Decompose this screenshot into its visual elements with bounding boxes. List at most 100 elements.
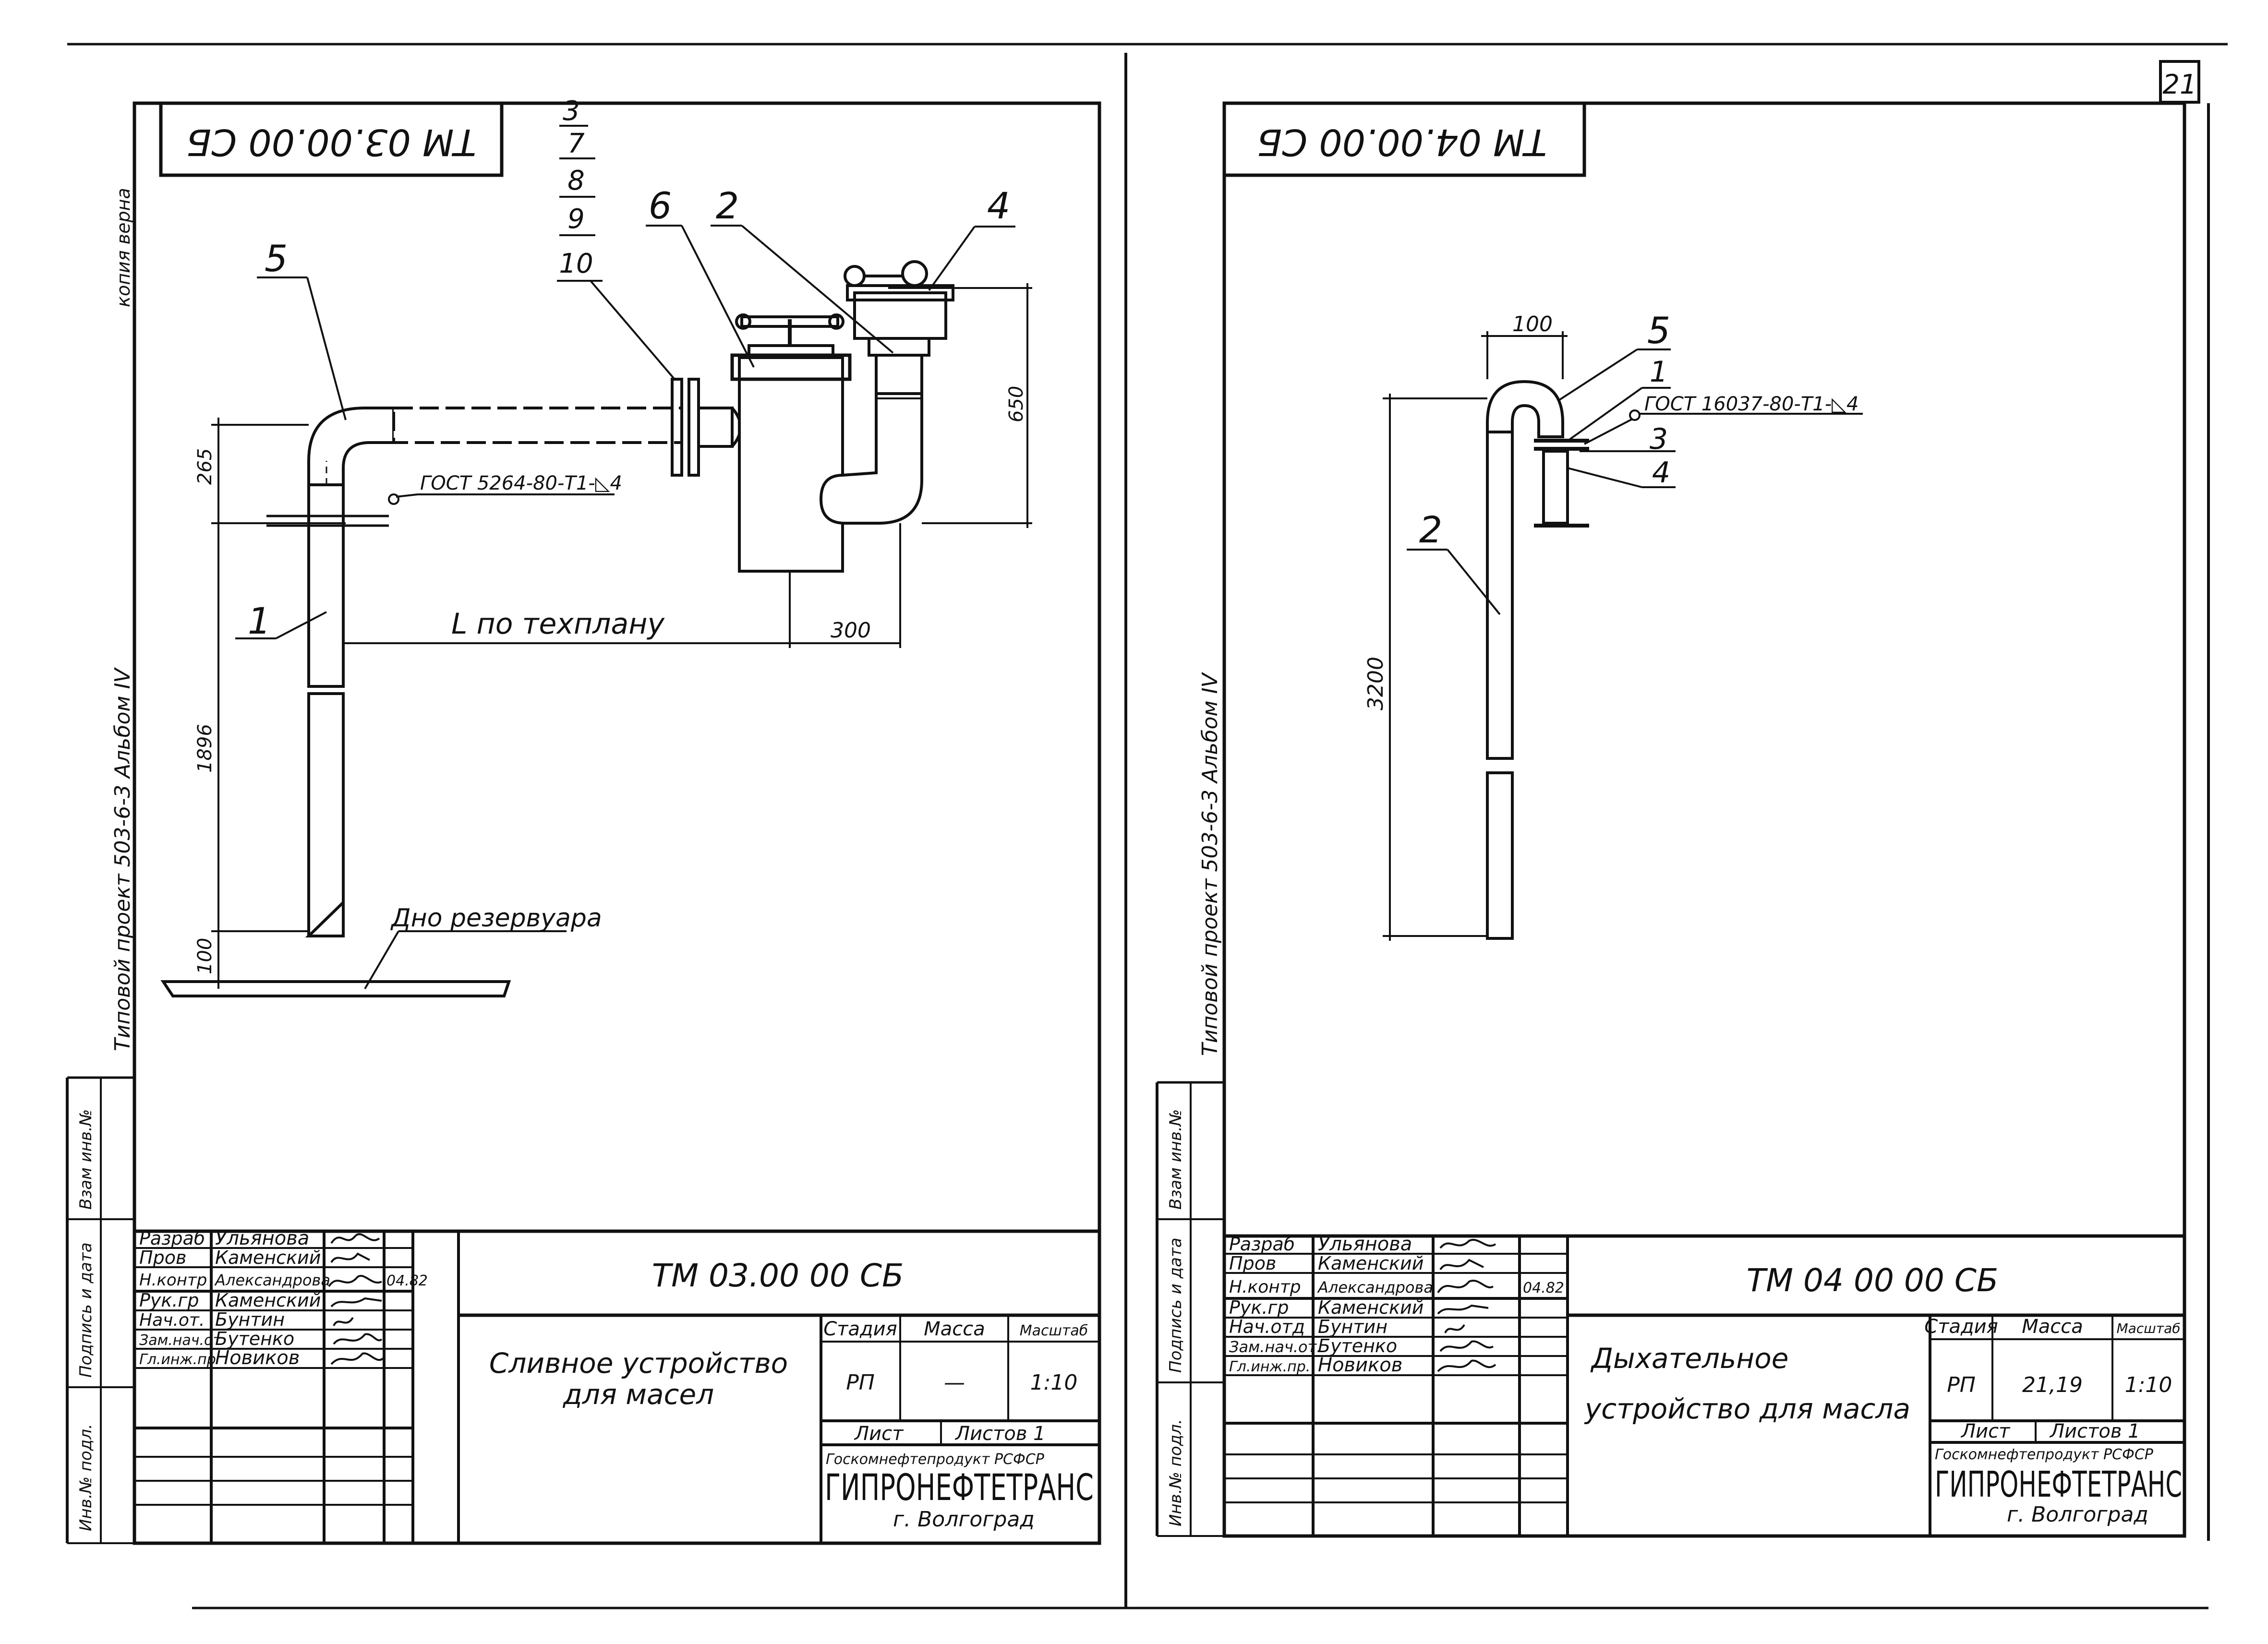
mass-value: —: [944, 1370, 965, 1395]
tank-bottom-plate: [160, 980, 511, 997]
r-signatures: [1437, 1239, 1496, 1372]
margin-label-replace: Взам инв.№: [76, 1109, 96, 1210]
role-3: Рук.гр: [139, 1290, 199, 1311]
scale-header: Масштаб: [1020, 1322, 1088, 1339]
dim-300: 300: [831, 618, 871, 643]
left-callout-stack: 3 7 8 9 10: [557, 96, 676, 380]
breather-nozzle: [1542, 450, 1569, 525]
role-4: Нач.от.: [139, 1310, 205, 1330]
callout-4: 4: [987, 184, 1010, 227]
valve-knob-left: [844, 265, 866, 287]
r-name-6: Новиков: [1318, 1354, 1402, 1376]
tank-bottom-label: Дно резервуара: [390, 904, 602, 933]
right-stamp-code: ТМ 04.00.00 СБ: [1257, 121, 1547, 164]
r-margin-label-replace: Взам инв.№: [1166, 1109, 1185, 1210]
r-org-line-2: ГИПРОНЕФТЕТРАНС: [1935, 1464, 2182, 1505]
breather-pipe-lower: [1486, 771, 1514, 940]
dim-100: 100: [194, 938, 216, 974]
filter-handle: [740, 315, 839, 328]
length-label: L по техплану: [451, 607, 665, 641]
callout-10: 10: [559, 248, 593, 279]
name-3: Каменский: [215, 1290, 321, 1311]
filter-cover: [730, 353, 852, 381]
r-margin-label-inv: Инв.№ подл.: [1166, 1419, 1185, 1526]
name-1: Каменский: [215, 1247, 321, 1268]
r-callout-2: 2: [1419, 508, 1442, 551]
org-line-3: г. Волгоград: [893, 1507, 1035, 1532]
r-role-6: Гл.инж.пр.: [1229, 1358, 1310, 1375]
r-dim-3200: 3200: [1363, 657, 1388, 710]
r-role-0: Разраб: [1229, 1234, 1295, 1255]
r-role-2: Н.контр: [1229, 1277, 1301, 1297]
callout-3: 3: [563, 96, 580, 127]
margin-label-sign: Подпись и дата: [76, 1242, 96, 1378]
right-frame: [1222, 101, 2186, 1538]
left-sheet: Взам инв.№ Подпись и дата Инв.№ подл. Ти…: [66, 96, 1101, 1545]
vertical-pipe-lower: [307, 692, 345, 937]
page-number: 21: [2162, 69, 2196, 100]
r-org-line-3: г. Волгоград: [2007, 1502, 2148, 1527]
callout-5: 5: [265, 237, 288, 280]
r-stage-value: РП: [1947, 1373, 1976, 1397]
name-5: Бутенко: [215, 1328, 294, 1349]
left-side-project-text: Типовой проект 503-6-3 Альбом IV: [110, 667, 135, 1051]
left-title-block: Разраб Пров Н.контр Рук.гр Нач.от. Зам.н…: [134, 1227, 1099, 1543]
left-frame: [133, 101, 1101, 1545]
right-title-block: Разраб Пров Н.контр Рук.гр Нач.отд Зам.н…: [1224, 1233, 2184, 1536]
r-role-5: Зам.нач.от.: [1229, 1338, 1321, 1356]
r-mass-header: Масса: [2022, 1316, 2083, 1338]
r-approval-date: 04.82: [1523, 1280, 1564, 1296]
mass-header: Масса: [924, 1318, 985, 1340]
pipe-bevel: [305, 899, 345, 937]
r-doc-code: ТМ 04 00 00 СБ: [1747, 1262, 1999, 1299]
flange-a: [671, 378, 683, 477]
dim-265: 265: [194, 448, 216, 485]
role-5: Зам.нач.от: [139, 1332, 222, 1349]
r-org-line-1: Госкомнефтепродукт РСФСР: [1935, 1446, 2154, 1463]
valve-knob-right: [901, 260, 928, 287]
scale-value: 1:10: [1030, 1370, 1078, 1395]
name-0: Ульянова: [215, 1227, 309, 1249]
callout-7: 7: [567, 128, 585, 159]
right-stamp-box: [1222, 101, 1586, 177]
r-role-3: Рук.гр: [1229, 1297, 1289, 1318]
r-name-2: Александрова: [1317, 1278, 1433, 1296]
breather-assembly: [1486, 380, 1589, 940]
horizontal-pipe: [392, 407, 683, 444]
name-2: Александрова: [214, 1271, 330, 1289]
r-title-line-1: Дыхательное: [1590, 1342, 1789, 1375]
margin-label-inv: Инв.№ подл.: [76, 1424, 96, 1531]
role-1: Пров: [139, 1247, 186, 1268]
valve-top: [846, 284, 954, 301]
r-name-1: Каменский: [1318, 1253, 1424, 1274]
r-title-line-2: устройство для масла: [1584, 1392, 1910, 1425]
r-callout-5: 5: [1647, 309, 1670, 352]
role-0: Разраб: [139, 1228, 205, 1249]
r-sheet-label: Лист: [1960, 1420, 2011, 1442]
stage-value: РП: [846, 1370, 875, 1395]
role-2: Н.контр: [139, 1271, 207, 1290]
left-stamp-code: ТМ 03.00.00 СБ: [186, 121, 476, 164]
dim-650: 650: [1005, 386, 1027, 422]
doc-code: ТМ 03.00 00 СБ: [652, 1257, 904, 1294]
signatures: [328, 1233, 385, 1365]
org-line-2: ГИПРОНЕФТЕТРАНС: [825, 1466, 1094, 1509]
sheets-label: Листов 1: [954, 1423, 1046, 1445]
filter-body: [738, 356, 844, 573]
r-role-4: Нач.отд: [1229, 1316, 1305, 1337]
r-name-0: Ульянова: [1318, 1233, 1412, 1255]
role-6: Гл.инж.пр: [139, 1351, 216, 1368]
r-sheets-label: Листов 1: [2049, 1420, 2140, 1442]
stage-header: Стадия: [823, 1318, 897, 1340]
r-name-3: Каменский: [1318, 1297, 1424, 1318]
left-weld-note: ГОСТ 5264-80-Т1-◺4: [420, 472, 622, 494]
r-name-4: Бунтин: [1318, 1316, 1387, 1337]
r-margin-label-sign: Подпись и дата: [1166, 1237, 1185, 1373]
r-scale-header: Масштаб: [2116, 1320, 2180, 1336]
callout-9: 9: [567, 204, 585, 235]
dim-1896: 1896: [194, 724, 216, 773]
r-callout-1: 1: [1650, 355, 1668, 389]
pipe-bend: [307, 407, 395, 486]
sheet-label: Лист: [854, 1423, 904, 1445]
